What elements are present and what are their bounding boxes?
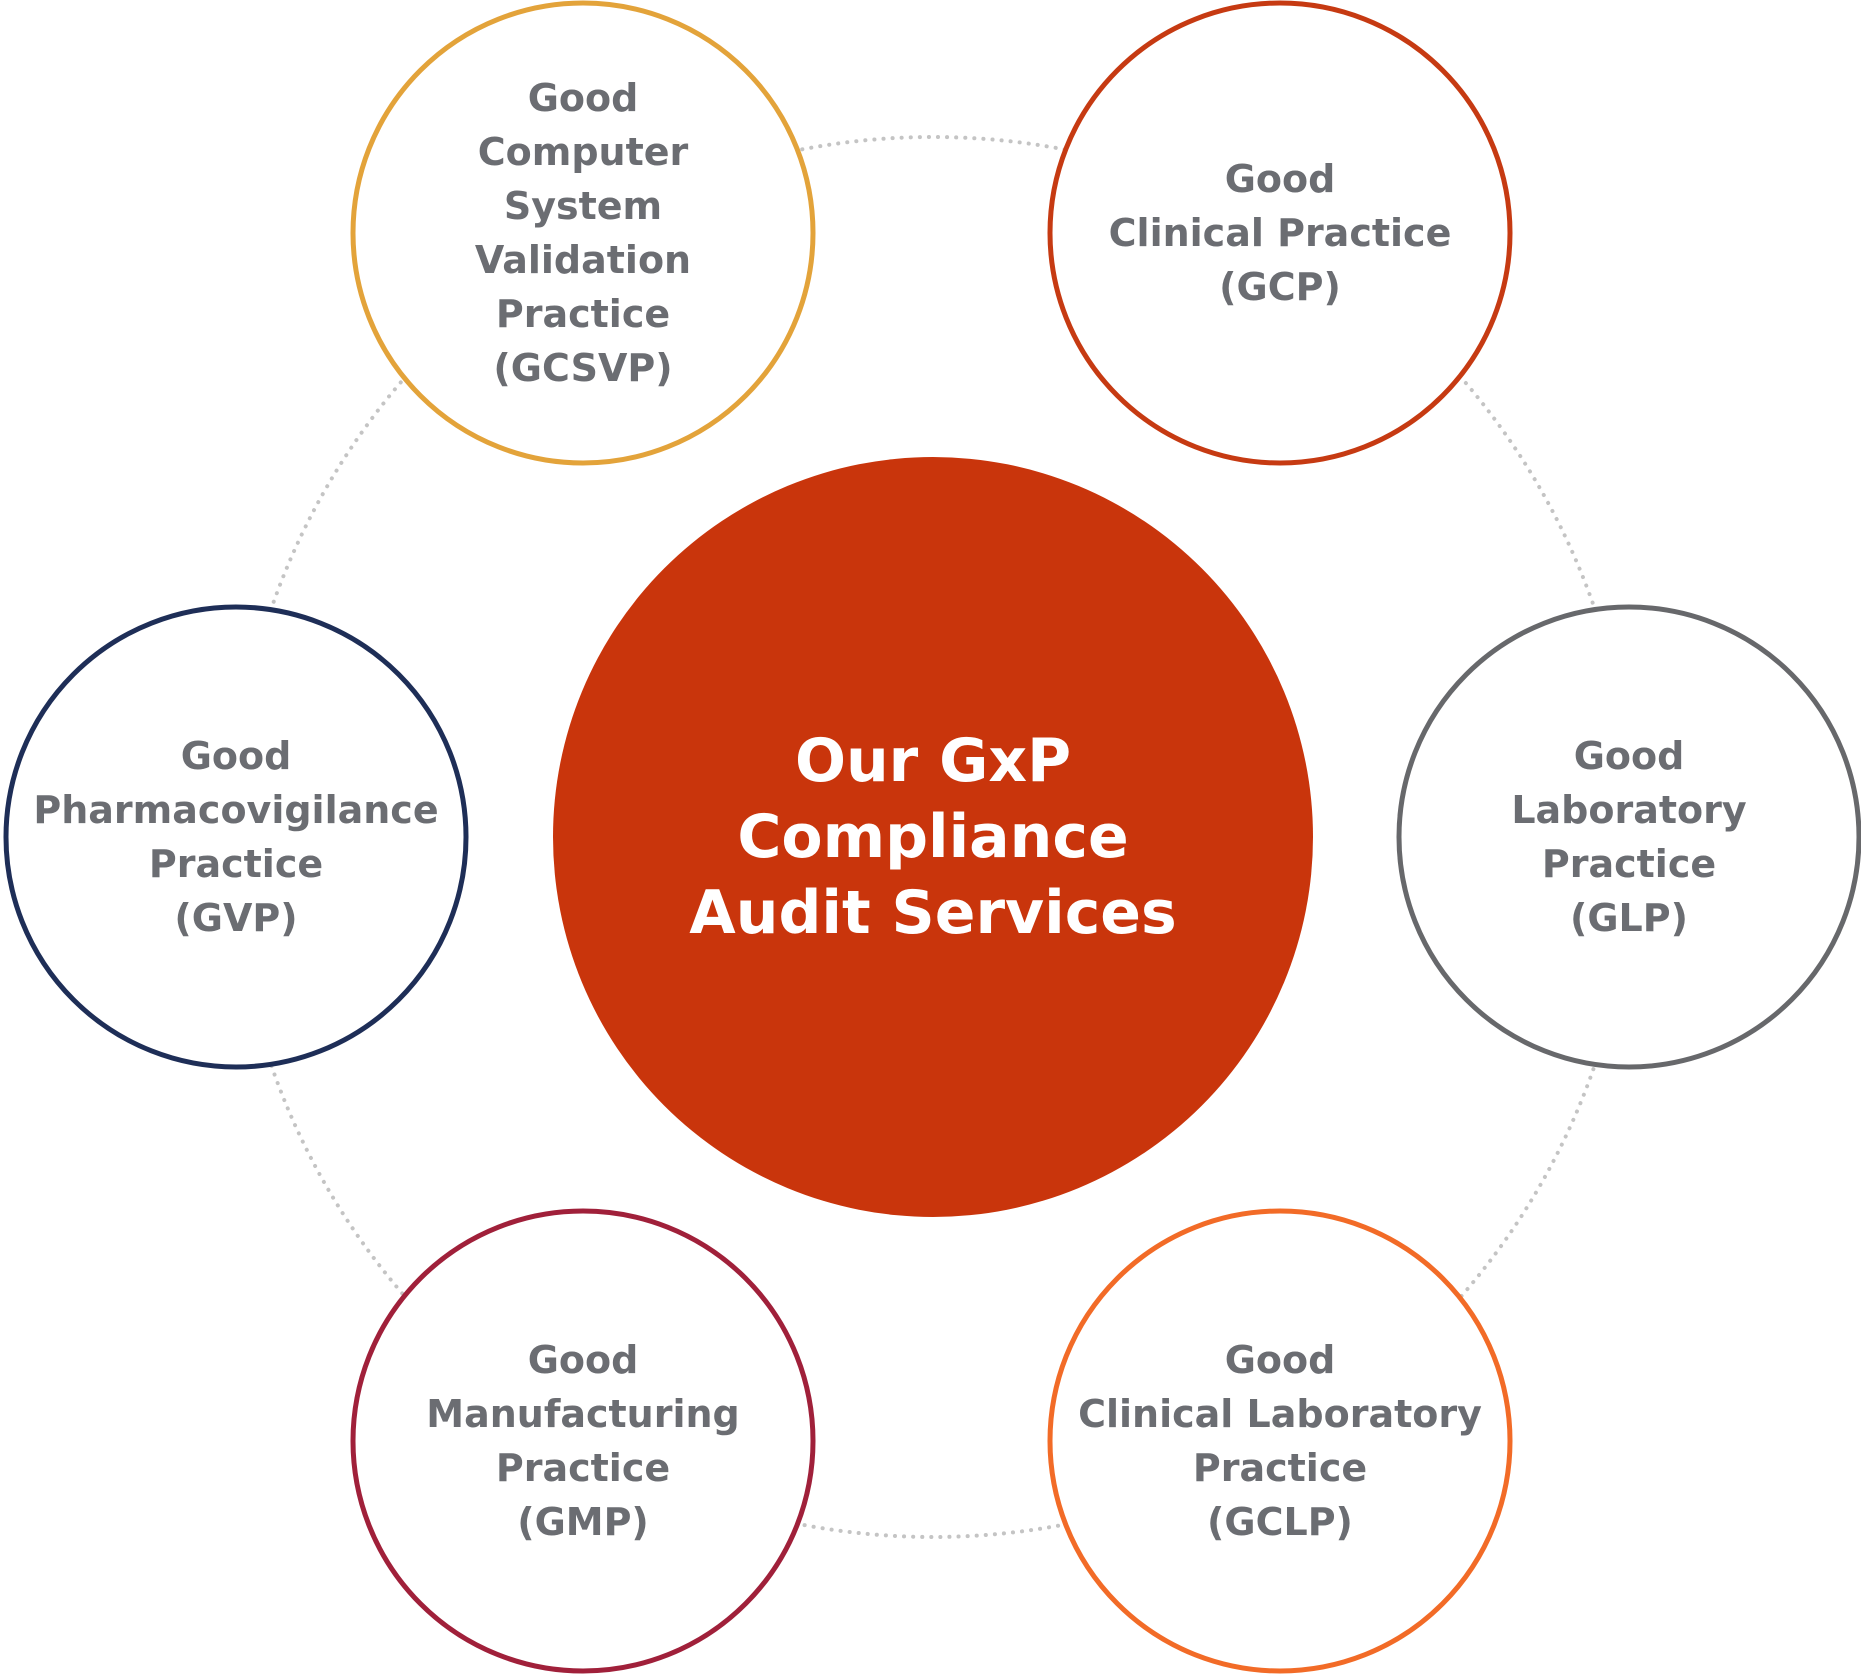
node-label-line: (GCLP) — [1207, 1500, 1353, 1544]
node-label-line: Practice — [496, 292, 670, 336]
node-label-line: System — [504, 184, 662, 228]
node-label-line: Practice — [149, 842, 323, 886]
node-label-line: Clinical Laboratory — [1078, 1392, 1482, 1436]
node-label-line: Good — [1225, 157, 1336, 201]
node-label-line: Good — [1574, 734, 1685, 778]
node-label-line: (GCSVP) — [493, 346, 672, 390]
center-circle — [553, 457, 1313, 1217]
node-label-line: Computer — [478, 130, 689, 174]
node-label-line: Practice — [1193, 1446, 1367, 1490]
center-title-line: Audit Services — [689, 878, 1176, 948]
node-circle-glp — [1396, 604, 1861, 1070]
node-label-line: Clinical Practice — [1109, 211, 1452, 255]
node-label-line: (GLP) — [1570, 896, 1688, 940]
node-circle-gcsvp — [350, 0, 816, 466]
node-circle-gclp — [1047, 1208, 1513, 1674]
node-label-line: Pharmacovigilance — [33, 788, 438, 832]
node-circle-gmp — [350, 1208, 816, 1674]
node-label-line: Practice — [1542, 842, 1716, 886]
node-label-line: (GVP) — [174, 896, 297, 940]
node-label-line: Laboratory — [1511, 788, 1747, 832]
node-label-line: Good — [528, 1338, 639, 1382]
node-label-line: Good — [528, 76, 639, 120]
node-label-line: (GMP) — [517, 1500, 649, 1544]
service-nodes: GoodComputerSystemValidationPractice(GCS… — [3, 0, 1861, 1674]
node-label-line: Practice — [496, 1446, 670, 1490]
node-label-line: Good — [181, 734, 292, 778]
center-title-line: Compliance — [737, 802, 1128, 872]
node-circle-gcp — [1047, 0, 1513, 466]
node-circle-gvp — [3, 604, 469, 1070]
node-label-line: Validation — [475, 238, 691, 282]
center-title-line: Our GxP — [795, 726, 1071, 796]
node-label-line: Good — [1225, 1338, 1336, 1382]
node-label-line: Manufacturing — [426, 1392, 740, 1436]
node-label-line: (GCP) — [1219, 265, 1341, 309]
